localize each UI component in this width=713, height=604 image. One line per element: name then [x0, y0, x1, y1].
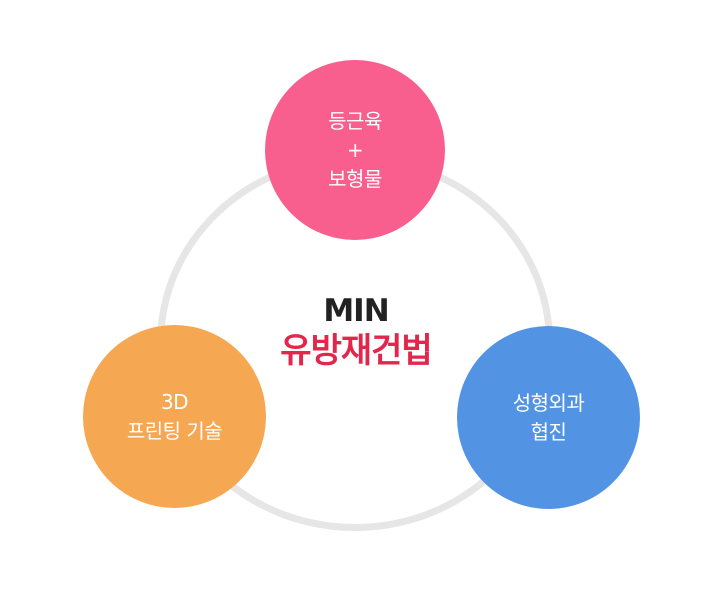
node-plastic-surgery-line-1: 성형외과	[512, 390, 585, 415]
node-3d-printing-line-1: 3D	[160, 389, 189, 414]
node-muscle-implant: 등근육 + 보형물	[265, 60, 445, 240]
node-3d-printing: 3D 프린팅 기술	[83, 325, 266, 508]
node-muscle-implant-line-1: 등근육	[328, 108, 382, 133]
node-plastic-surgery: 성형외과 협진	[457, 326, 640, 509]
node-plastic-surgery-line-2: 협진	[530, 419, 567, 444]
node-muscle-implant-line-2: +	[346, 137, 364, 162]
center-title-line-2: 유방재건법	[280, 331, 432, 371]
center-title: MIN 유방재건법	[256, 292, 456, 372]
node-3d-printing-line-2: 프린팅 기술	[126, 418, 223, 443]
node-muscle-implant-line-3: 보형물	[328, 166, 382, 191]
center-title-line-1: MIN	[323, 293, 389, 329]
